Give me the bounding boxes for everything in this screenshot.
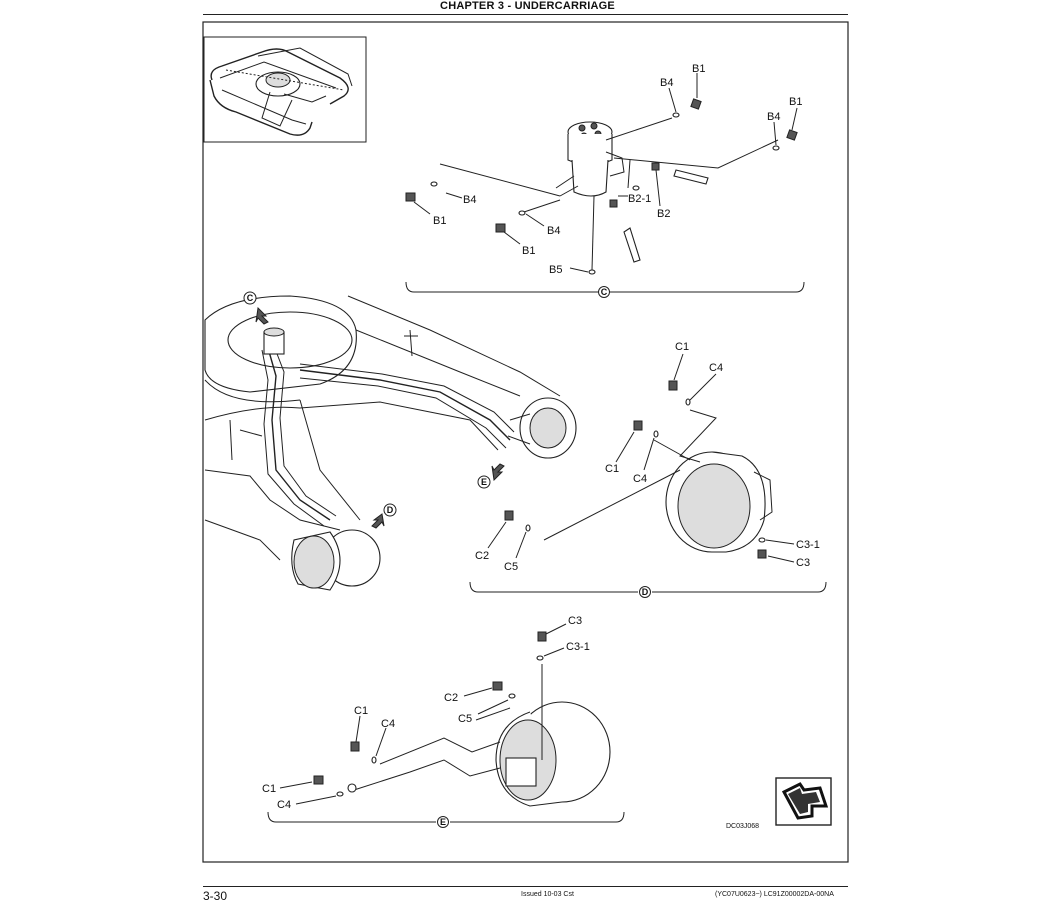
footer-rule (203, 886, 848, 887)
label-b4-mid: B4 (547, 225, 560, 237)
label-b1-mid: B1 (522, 245, 535, 257)
view-e-group (267, 623, 625, 823)
label-e-c1-top: C1 (354, 705, 368, 717)
label-b1-left: B1 (433, 215, 446, 227)
section-marker-d (383, 503, 397, 517)
section-marker-d-bottom-label: D (642, 587, 649, 597)
section-marker-c-bottom (598, 286, 610, 298)
figure-code: DC03J068 (726, 823, 759, 830)
section-marker-d-label: D (387, 505, 394, 515)
page-arrow-icon (775, 777, 832, 826)
label-c2: C2 (475, 550, 489, 562)
label-e-c4-bottom: C4 (277, 799, 291, 811)
section-marker-e (477, 475, 491, 489)
label-b1-right: B1 (789, 96, 802, 108)
label-c3-1: C3-1 (796, 539, 820, 551)
view-c-group (405, 73, 805, 293)
label-b1-top: B1 (692, 63, 705, 75)
label-c5: C5 (504, 561, 518, 573)
label-e-c3: C3 (568, 615, 582, 627)
section-marker-e-label: E (481, 477, 487, 487)
section-marker-c-bottom-label: C (601, 287, 608, 297)
label-c1-top: C1 (675, 341, 689, 353)
diagram-frame (202, 21, 849, 863)
label-b5: B5 (549, 264, 562, 276)
label-b4-left: B4 (463, 194, 476, 206)
inset-thumbnail (203, 36, 367, 143)
view-d-group (469, 353, 827, 593)
label-e-c2: C2 (444, 692, 458, 704)
label-e-c4-top: C4 (381, 718, 395, 730)
section-marker-e-bottom (437, 816, 449, 828)
label-e-c1-bottom: C1 (262, 783, 276, 795)
label-c3: C3 (796, 557, 810, 569)
header-rule (203, 14, 848, 15)
page-number: 3-30 (203, 889, 228, 903)
label-b2: B2 (657, 208, 670, 220)
issue-info: Issued 10-03 Cst (521, 891, 574, 898)
document-reference: (YC07U0623~) LC91Z00002DA-00NA (715, 891, 834, 898)
label-e-c3-1: C3-1 (566, 641, 590, 653)
section-marker-e-bottom-label: E (440, 817, 446, 827)
label-b2-1: B2-1 (628, 193, 651, 205)
section-marker-c-label: C (247, 293, 254, 303)
label-b4-right: B4 (767, 111, 780, 123)
chapter-title: CHAPTER 3 - UNDERCARRIAGE (440, 0, 615, 12)
label-b4-top: B4 (660, 77, 673, 89)
label-c4-top: C4 (709, 362, 723, 374)
label-c1-mid: C1 (605, 463, 619, 475)
main-undercarriage-view (204, 295, 577, 591)
label-c4-mid: C4 (633, 473, 647, 485)
section-marker-d-bottom (639, 586, 651, 598)
label-e-c5: C5 (458, 713, 472, 725)
section-marker-c (243, 291, 257, 305)
